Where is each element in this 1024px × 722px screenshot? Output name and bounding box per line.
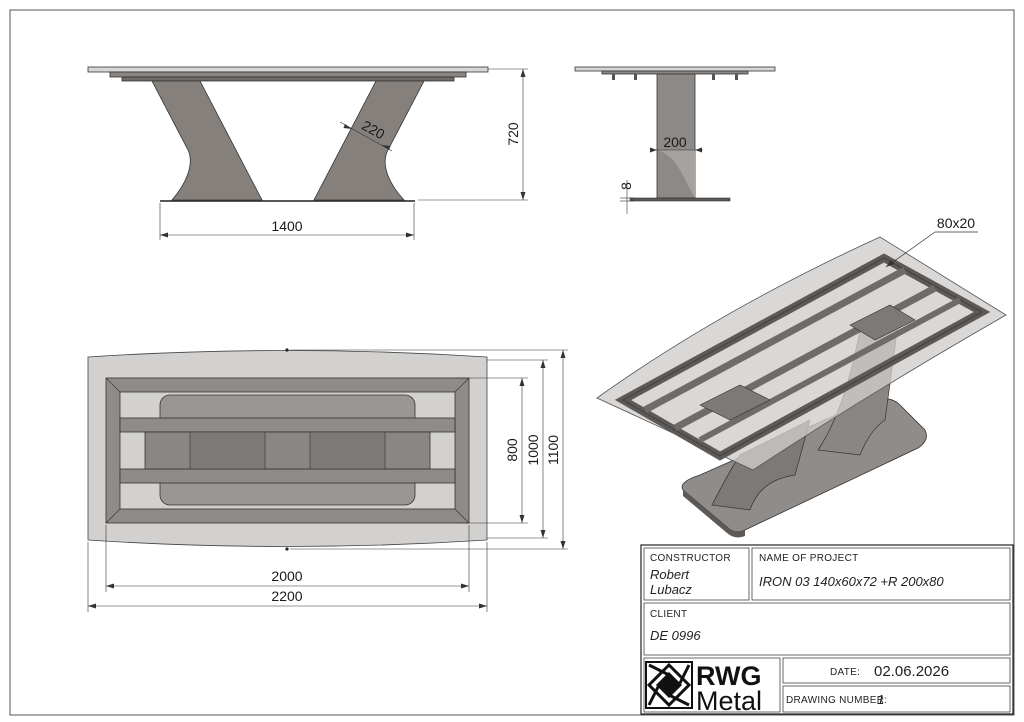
logo-text-metal: Metal	[696, 686, 762, 716]
front-view: 1400 720 220	[87, 66, 528, 240]
top-frame-corner-4	[454, 508, 470, 524]
title-block: CONSTRUCTOR Robert Lubacz NAME OF PROJEC…	[640, 544, 1014, 716]
dim-1000-label: 1000	[525, 434, 541, 465]
side-bolt-1	[612, 74, 615, 80]
top-frame-corner-3	[105, 508, 121, 524]
side-view: 200 8	[574, 66, 776, 214]
dim-1100-label: 1100	[545, 435, 561, 465]
side-bolt-3	[712, 74, 715, 80]
top-leg-block-left	[189, 431, 266, 470]
constructor-label: CONSTRUCTOR	[650, 553, 731, 564]
dim-2000-label: 2000	[271, 568, 302, 584]
logo-text-rwg: RWG	[696, 661, 762, 691]
iso-rail-1	[643, 266, 907, 414]
dim-1400-label: 1400	[271, 218, 302, 234]
logo-cell	[643, 657, 781, 713]
top-frame-corner-2	[454, 377, 470, 393]
side-base-plate	[629, 197, 731, 202]
side-bolt-2	[634, 74, 637, 80]
iso-rail-3	[698, 297, 962, 443]
project-value: IRON 03 140x60x72 +R 200x80	[759, 574, 944, 589]
front-glass-top	[87, 66, 489, 73]
iso-leader-arrow	[886, 260, 894, 267]
side-bolt-4	[735, 74, 738, 80]
constructor-cell	[643, 547, 750, 601]
top-rail-lower	[119, 468, 456, 484]
top-leg-block-right	[309, 431, 386, 470]
constructor-name-line2: Lubacz	[650, 582, 692, 597]
front-frame	[109, 71, 467, 78]
iso-leader-line	[885, 231, 936, 268]
top-rail-upper	[119, 417, 456, 433]
iso-base-edge	[683, 490, 745, 538]
dim-200-label: 200	[663, 134, 687, 150]
iso-glass-top	[596, 236, 1007, 471]
project-cell	[751, 547, 1011, 601]
date-value: 02.06.2026	[874, 663, 949, 680]
dim-2200-label: 2200	[271, 588, 302, 604]
iso-cross-block-2	[849, 304, 916, 341]
dim-8-label: 8	[618, 182, 634, 190]
top-center-beam	[144, 431, 431, 470]
dim-220-arrows	[343, 124, 391, 150]
front-leg-left	[151, 80, 263, 201]
top-glass-mark-top	[285, 348, 289, 352]
project-label: NAME OF PROJECT	[759, 553, 859, 564]
iso-cross-block-1	[699, 384, 771, 421]
dim-800-label: 800	[504, 438, 520, 462]
client-label: CLIENT	[650, 609, 687, 620]
top-view: 2000 2200 800 1000 1100	[87, 348, 568, 612]
rwg-metal-logo: RWG Metal	[645, 661, 762, 716]
dim-80x20-label: 80x20	[937, 215, 975, 231]
side-frame	[601, 70, 749, 75]
isometric-view: 80x20	[596, 215, 1007, 538]
iso-frame-edge	[622, 257, 983, 457]
side-leg-shade	[657, 150, 695, 198]
front-frame-lower	[121, 76, 455, 82]
dim-720-label: 720	[505, 122, 521, 146]
drawing-number-cell	[782, 685, 1011, 713]
top-glass-mark-bottom	[285, 547, 289, 551]
client-value: DE 0996	[650, 628, 701, 643]
logo-spiral-icon	[645, 661, 693, 709]
date-label: DATE:	[830, 667, 860, 678]
top-frame-corner-1	[105, 377, 121, 393]
constructor-name-line1: Robert	[650, 567, 690, 582]
sheet-border	[9, 9, 1015, 716]
drawing-number-label: DRAWING NUMBER:	[786, 695, 887, 706]
client-cell	[643, 602, 1011, 656]
drawing-number-value: 1	[877, 692, 884, 707]
side-glass-top	[574, 66, 776, 72]
front-leg-right	[313, 80, 425, 201]
date-cell	[782, 657, 1011, 684]
